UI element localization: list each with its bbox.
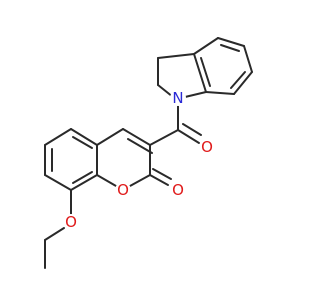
atom-label-indoline-nitrogen: N	[170, 89, 186, 107]
coumarin-pyranone-ring	[96, 128, 172, 187]
atom-label-ether-oxygen: O	[63, 213, 79, 231]
ring-oxygen-label: O	[117, 181, 129, 199]
nitrogen-label: N	[172, 89, 183, 107]
chemical-structure-diagram: N O O O O	[44, 37, 253, 269]
atom-label-lactone-oxygen: O	[170, 181, 186, 199]
atom-label-ring-oxygen: O	[115, 181, 131, 199]
lactone-carbonyl-oxygen-label: O	[172, 181, 184, 199]
coumarin-benzene-ring	[44, 128, 98, 191]
indoline-pyrrolidine-ring	[157, 53, 207, 98]
amide-oxygen-label: O	[201, 138, 213, 156]
ether-oxygen-label: O	[65, 213, 77, 231]
amide-linker	[149, 105, 202, 146]
atom-label-amide-oxygen: O	[199, 138, 215, 156]
ethoxy-group	[44, 189, 72, 269]
indoline-benzene-ring	[193, 37, 253, 95]
